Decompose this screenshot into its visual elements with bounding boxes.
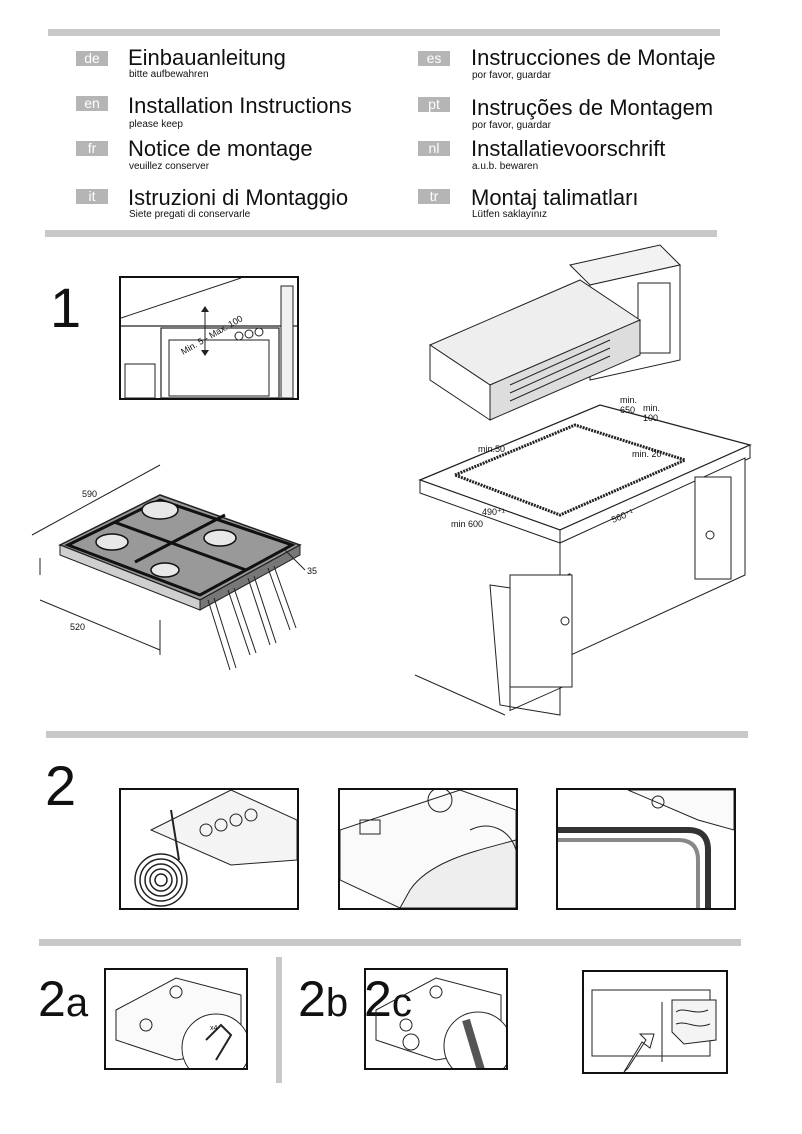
dim-590: 590 — [82, 489, 98, 499]
step-2b-number: 2b — [298, 974, 348, 1028]
lang-badge-fr: fr — [76, 141, 108, 156]
lang-badge-de: de — [76, 51, 108, 66]
step-2a-number: 2a — [38, 974, 88, 1028]
seal-edge-illustration — [558, 790, 734, 908]
step-1-number: 1 — [50, 276, 82, 339]
step-2-number: 2 — [45, 754, 77, 817]
dim-min-100: min. 100 — [643, 403, 661, 423]
dim-490: 490⁺¹ — [482, 507, 505, 517]
step2abc-rule — [39, 939, 741, 946]
lang-badge-en: en — [76, 96, 108, 111]
step2-fig-seal-roll — [119, 788, 299, 910]
lang-title-es: Instrucciones de Montaje — [471, 45, 716, 70]
lang-badge-nl: nl — [418, 141, 450, 156]
lang-title-tr: Montaj talimatları — [471, 185, 639, 210]
step-2a-letter: a — [65, 981, 89, 1025]
lang-badge-es: es — [418, 51, 450, 66]
step2a-illustration — [115, 977, 246, 1068]
dim-min-600: min 600 — [451, 519, 484, 529]
dim-520: 520 — [70, 622, 86, 632]
step2b2c-fig — [364, 968, 508, 1070]
step-2b-letter: b — [325, 981, 349, 1025]
step-2c-digit: 2 — [364, 971, 392, 1027]
lang-title-en: Installation Instructions — [128, 93, 352, 118]
lang-title-pt: Instruções de Montagem — [471, 95, 714, 120]
step1-clearance-detail: Min. 5 - Max. 100 — [119, 276, 299, 400]
final-illustration — [591, 989, 717, 1072]
lang-subtitle-pt: por favor, guardar — [472, 120, 551, 131]
step2-rule — [46, 731, 748, 738]
top-rule — [48, 29, 720, 36]
step2b2c-illustration — [375, 977, 506, 1068]
lang-subtitle-de: bitte aufbewahren — [129, 69, 209, 80]
vertical-divider — [276, 957, 282, 1083]
step-final-fig — [582, 970, 728, 1074]
kitchen-cabinet-drawing — [414, 244, 752, 716]
lang-badge-tr: tr — [418, 189, 450, 204]
header-bottom-rule — [45, 230, 717, 237]
lang-title-de: Einbauanleitung — [128, 45, 286, 70]
dim-35: 35 — [307, 566, 318, 576]
step-2c-number: 2c — [364, 974, 412, 1028]
lang-badge-pt: pt — [418, 97, 450, 112]
step2a-fig: x4 — [104, 968, 248, 1070]
lang-title-nl: Installatievoorschrift — [471, 136, 666, 161]
applying-seal-illustration — [340, 790, 516, 908]
lang-subtitle-tr: Lütfen saklayınız — [472, 209, 548, 220]
lang-subtitle-en: please keep — [129, 119, 183, 130]
lang-subtitle-it: Siete pregati di conservarle — [129, 209, 251, 220]
dim-x4: x4 — [210, 1025, 218, 1032]
lang-badge-it: it — [76, 189, 108, 204]
lang-subtitle-es: por favor, guardar — [472, 70, 551, 81]
seal-roll-illustration — [134, 790, 297, 907]
clearance-illustration — [121, 278, 297, 398]
lang-subtitle-nl: a.u.b. bewaren — [472, 161, 539, 172]
lang-title-it: Istruzioni di Montaggio — [128, 185, 349, 210]
hob-drawing — [31, 464, 306, 671]
step-2b-digit: 2 — [298, 971, 326, 1027]
dim-min-650: min. 650 — [620, 395, 638, 415]
step2-fig-seal-edge — [556, 788, 736, 910]
lang-subtitle-fr: veuillez conserver — [129, 161, 210, 172]
dim-min-20: min. 20 — [632, 449, 662, 459]
step2-fig-applying-seal — [338, 788, 518, 910]
step-2c-letter: c — [391, 981, 412, 1025]
step-2a-digit: 2 — [38, 971, 66, 1027]
dim-min-50: min.50 — [478, 444, 506, 454]
lang-title-fr: Notice de montage — [128, 136, 313, 161]
